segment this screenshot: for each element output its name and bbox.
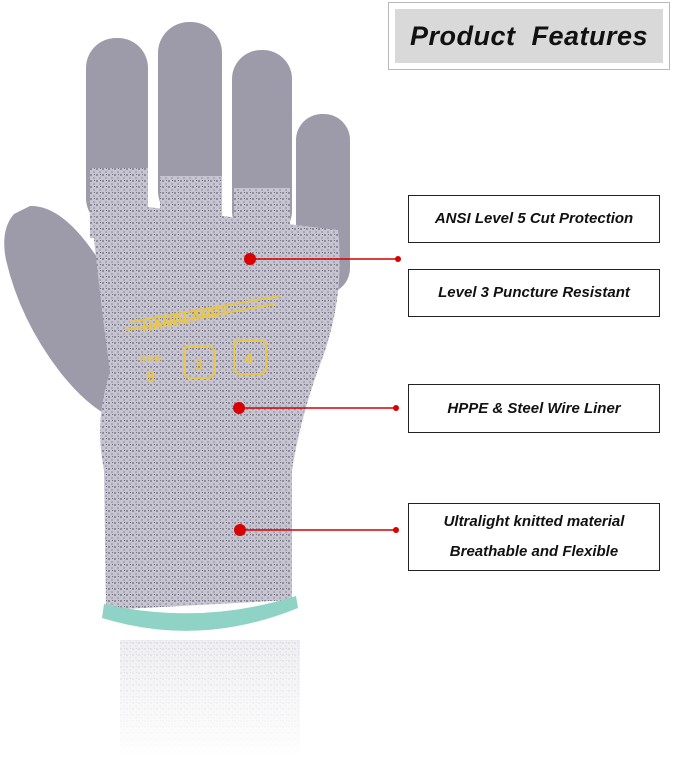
glove-knit-index: [90, 168, 148, 238]
title-frame: Product Features: [388, 2, 670, 70]
feature-text: HPPE & Steel Wire Liner: [447, 399, 621, 417]
glove-puncture-rating: 4: [244, 351, 253, 368]
feature-text: Breathable and Flexible: [449, 543, 619, 560]
glove-cuff: [102, 596, 298, 631]
glove-cut-rating: 3: [194, 357, 203, 374]
glove-knit-middle: [160, 176, 222, 242]
feature-box-puncture: Level 3 Puncture Resistant: [408, 269, 660, 317]
feature-text: Level 3 Puncture Resistant: [438, 284, 630, 301]
glove-knit-ring: [234, 188, 290, 248]
glove-print: [125, 295, 281, 379]
page-title: Product Features: [409, 20, 649, 51]
glove-size-label: SIZE: [140, 354, 163, 365]
feature-box-liner: HPPE & Steel Wire Liner: [408, 384, 660, 433]
reflection-fade: [110, 636, 310, 758]
feature-box-material: Ultralight knitted material Breathable a…: [408, 503, 660, 571]
feature-box-cut: ANSI Level 5 Cut Protection: [408, 195, 660, 243]
glove-palm: [90, 200, 340, 610]
title-banner: Product Features: [395, 9, 663, 63]
feature-text: ANSI Level 5 Cut Protection: [434, 210, 634, 227]
feature-text: Ultralight knitted material: [443, 513, 625, 530]
glove-size-value: 9: [146, 369, 155, 386]
callout-lines: [233, 253, 401, 536]
